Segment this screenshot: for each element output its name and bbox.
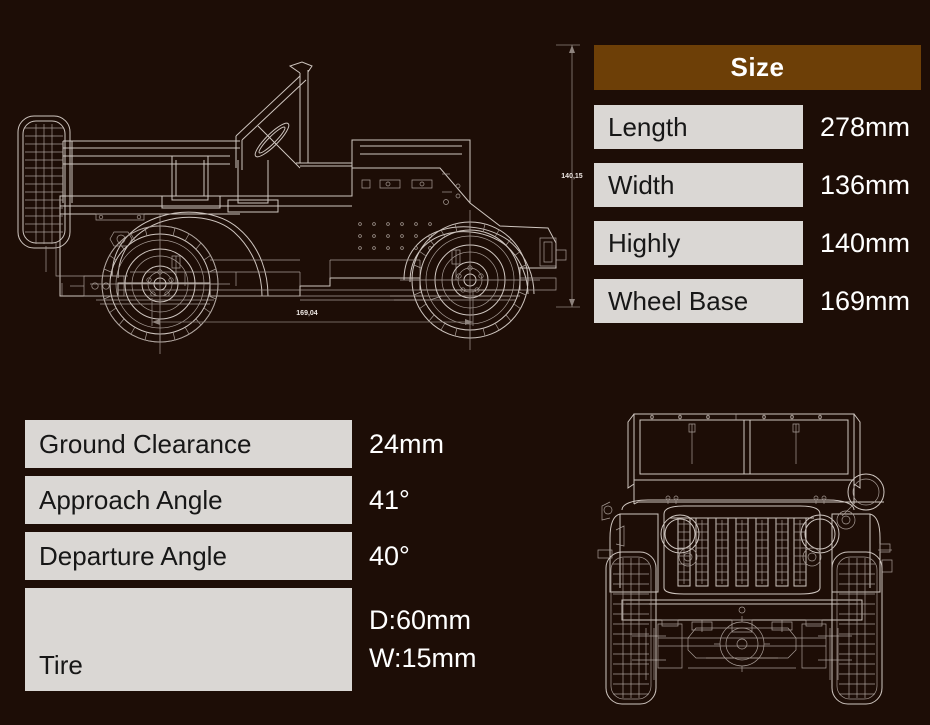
spec-row-value: 24mm bbox=[369, 428, 445, 459]
grille-slots bbox=[677, 517, 807, 587]
table-row: Highly 140mm bbox=[594, 221, 930, 265]
size-table-header: Size bbox=[594, 45, 921, 90]
size-row-value: 169mm bbox=[820, 285, 911, 316]
tire-row-values: D:60mm W:15mm bbox=[352, 588, 477, 691]
headlights bbox=[660, 514, 840, 554]
tire-width-value: W:15mm bbox=[369, 642, 477, 673]
table-row: Ground Clearance 24mm bbox=[25, 420, 565, 468]
spec-row-value: 40° bbox=[369, 540, 410, 571]
table-row: Approach Angle 41° bbox=[25, 476, 565, 524]
spec-table: Ground Clearance 24mm Approach Angle 41°… bbox=[25, 420, 565, 691]
size-row-label: Width bbox=[594, 163, 803, 207]
spec-row-label: Ground Clearance bbox=[25, 420, 352, 468]
side-view-rear-wheel bbox=[90, 214, 230, 354]
side-view-front-wheel bbox=[400, 210, 540, 350]
size-row-value: 136mm bbox=[820, 169, 911, 200]
dimension-wheelbase bbox=[151, 290, 474, 326]
size-table: Size Length 278mm Width 136mm Highly 140… bbox=[594, 45, 930, 323]
table-row-tire: Tire D:60mm W:15mm bbox=[25, 588, 565, 691]
table-row: Wheel Base 169mm bbox=[594, 279, 930, 323]
size-row-label: Highly bbox=[594, 221, 803, 265]
tire-row-label: Tire bbox=[25, 588, 352, 691]
spec-row-label: Departure Angle bbox=[25, 532, 352, 580]
size-row-value: 140mm bbox=[820, 227, 911, 258]
front-view-left-tire bbox=[606, 552, 656, 704]
table-row: Width 136mm bbox=[594, 163, 930, 207]
jeep-side-view-blueprint: 140,15 169,04 bbox=[0, 28, 590, 338]
table-row: Length 278mm bbox=[594, 105, 930, 149]
tire-diameter-value: D:60mm bbox=[369, 605, 472, 636]
spec-row-value: 41° bbox=[369, 484, 410, 515]
jeep-front-view-blueprint bbox=[592, 392, 930, 710]
dimension-wheelbase-label: 169,04 bbox=[296, 310, 318, 317]
front-bumper bbox=[621, 599, 863, 621]
dimension-height-label: 140,15 bbox=[561, 173, 583, 180]
spec-row-label: Approach Angle bbox=[25, 476, 352, 524]
table-row: Departure Angle 40° bbox=[25, 532, 565, 580]
size-row-label: Length bbox=[594, 105, 803, 149]
front-view-right-tire bbox=[832, 552, 882, 704]
size-row-value: 278mm bbox=[820, 111, 911, 142]
dimension-height bbox=[556, 44, 580, 308]
size-row-label: Wheel Base bbox=[594, 279, 803, 323]
